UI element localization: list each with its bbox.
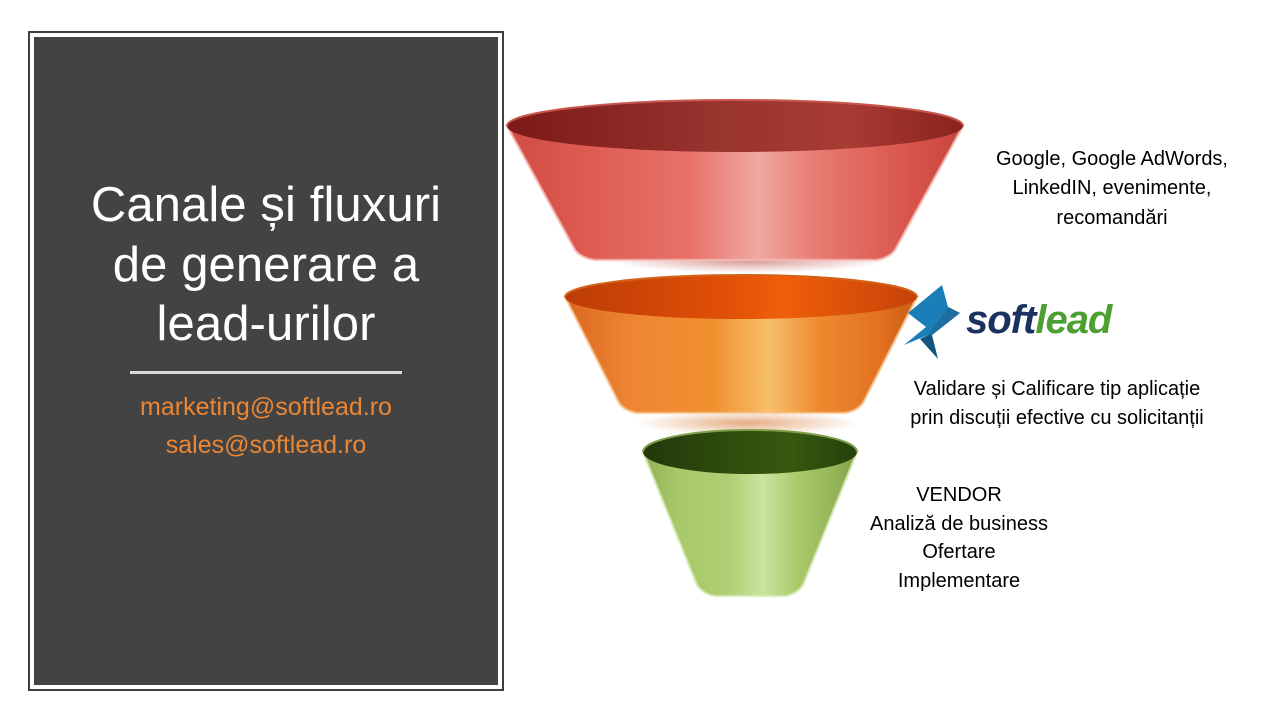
contact-email-marketing[interactable]: marketing@softlead.ro bbox=[140, 393, 392, 422]
callout-stage-middle: Validare și Calificare tip aplicație pri… bbox=[910, 378, 1204, 430]
callout-stage-bottom: VENDOR Analiză de business Ofertare Impl… bbox=[870, 484, 1048, 592]
callout-stage-top: Google, Google AdWords, LinkedIN, evenim… bbox=[996, 148, 1228, 229]
softlead-logo: softlead bbox=[898, 283, 1112, 361]
title-divider bbox=[130, 371, 402, 375]
title-panel-frame: Canale și fluxuri de generare a lead-uri… bbox=[28, 31, 504, 691]
contact-list: marketing@softlead.ro sales@softlead.ro bbox=[140, 388, 392, 464]
funnel-diagram bbox=[495, 99, 995, 620]
softlead-bolt-icon bbox=[898, 283, 964, 361]
softlead-wordmark: softlead bbox=[966, 298, 1112, 342]
funnel-stage-bottom bbox=[635, 429, 865, 610]
contact-email-sales[interactable]: sales@softlead.ro bbox=[165, 431, 367, 460]
funnel-stage-middle bbox=[555, 274, 935, 435]
page-title: Canale și fluxuri de generare a lead-uri… bbox=[90, 177, 442, 352]
funnel-stage-top bbox=[495, 99, 995, 275]
logo-word-soft: soft bbox=[966, 298, 1036, 342]
title-panel: Canale și fluxuri de generare a lead-uri… bbox=[34, 37, 498, 685]
logo-word-lead: lead bbox=[1035, 298, 1112, 342]
